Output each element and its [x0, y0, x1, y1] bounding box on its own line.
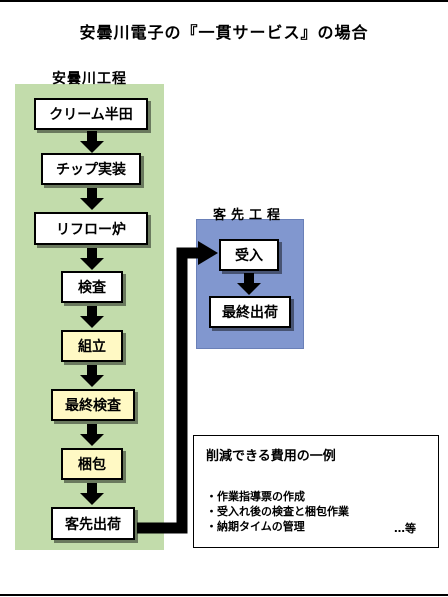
cost-reduction-box: 削減できる費用の一例 ・作業指導票の作成 ・受入れ後の検査と梱包作業 ・納期タイ… [193, 435, 439, 548]
left-process-title: 安曇川工程 [52, 71, 127, 87]
arrow-down-icon [80, 131, 104, 153]
diagram-title: 安曇川電子の『一貫サービス』の場合 [79, 23, 369, 42]
arrow-down-icon [80, 424, 104, 446]
list-item: ・受入れ後の検査と梱包作業 [206, 505, 349, 518]
step-final-inspection: 最終検査 [51, 389, 135, 421]
step-customer-ship: 客先出荷 [51, 507, 135, 540]
list-item: ・納期タイムの管理 [206, 520, 305, 533]
step-assembly: 組立 [61, 330, 123, 362]
list-item: ・作業指導票の作成 [206, 490, 305, 503]
arrow-down-icon [80, 365, 104, 387]
step-reflow: リフロー炉 [34, 212, 148, 245]
step-cream-solder: クリーム半田 [34, 98, 148, 130]
cost-reduction-list: ・作業指導票の作成 ・受入れ後の検査と梱包作業 ・納期タイムの管理 [206, 489, 349, 534]
cost-reduction-title: 削減できる費用の一例 [206, 449, 336, 464]
step-inspection: 検査 [61, 271, 123, 303]
arrow-down-icon [80, 306, 104, 328]
bottom-rule [0, 594, 448, 596]
arrow-down-icon [237, 273, 261, 295]
step-packing: 梱包 [61, 448, 123, 480]
right-process-title: 客先工程 [212, 208, 285, 223]
step-final-ship: 最終出荷 [209, 296, 291, 328]
arrow-down-icon [80, 188, 104, 210]
arrow-down-icon [80, 483, 104, 505]
top-rule [0, 0, 448, 2]
arrow-down-icon [80, 248, 104, 270]
step-chip-mount: チップ実装 [41, 153, 141, 185]
step-receive: 受入 [219, 239, 279, 271]
cost-etc-note: …等 [394, 522, 416, 535]
